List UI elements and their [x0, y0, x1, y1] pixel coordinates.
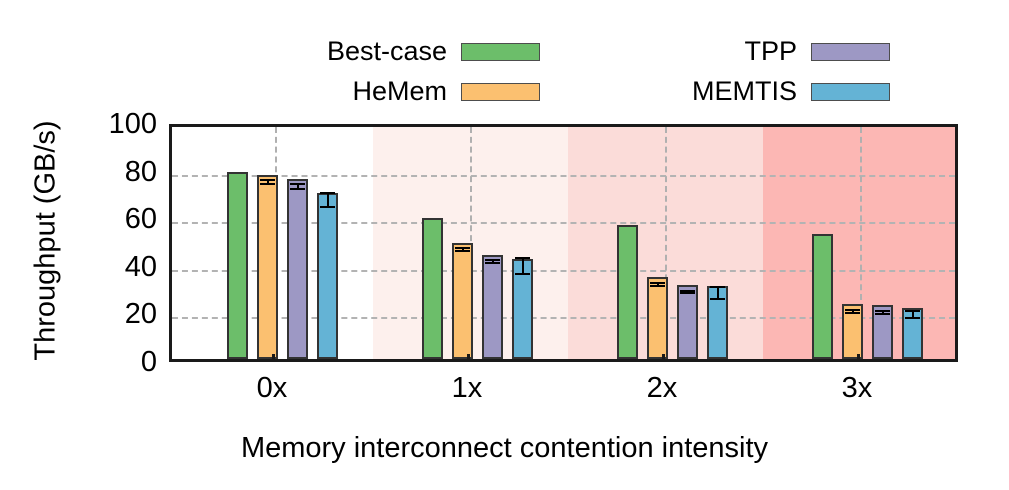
error-bar-memtis-1x — [521, 257, 524, 273]
legend-swatch-hemem — [461, 83, 540, 101]
error-bar-memtis-3x — [911, 310, 914, 317]
error-cap-upper — [680, 289, 695, 292]
error-cap-lower — [455, 250, 470, 253]
bar-best-case-0x — [227, 172, 248, 359]
error-cap-upper — [845, 308, 860, 311]
legend-swatch-memtis — [811, 83, 890, 101]
legend-label-memtis: MEMTIS — [692, 76, 797, 106]
error-cap-upper — [875, 309, 890, 312]
error-bar-tpp-0x — [296, 182, 299, 188]
bar-best-case-3x — [812, 234, 833, 359]
gridline-x-2x — [665, 127, 667, 359]
legend-label-hemem: HeMem — [352, 76, 447, 106]
legend-label-best-case: Best-case — [326, 36, 447, 66]
error-cap-lower — [515, 272, 530, 275]
y-tick-60: 60 — [124, 203, 157, 236]
bar-hemem-3x — [842, 304, 863, 359]
error-cap-lower — [875, 312, 890, 315]
y-tick-20: 20 — [124, 298, 157, 331]
gridline-y-60 — [172, 222, 955, 225]
y-tick-40: 40 — [124, 250, 157, 283]
error-cap-upper — [710, 285, 725, 288]
bar-best-case-1x — [422, 218, 443, 359]
gridline-y-80 — [172, 174, 955, 177]
error-cap-upper — [260, 179, 275, 182]
error-bar-memtis-0x — [326, 191, 329, 206]
plot-area — [169, 124, 958, 362]
legend-item-hemem: HeMem — [250, 76, 540, 106]
x-tick-0x: 0x — [256, 372, 288, 404]
error-cap-lower — [650, 284, 665, 287]
error-cap-lower — [710, 298, 725, 301]
bar-hemem-0x — [257, 175, 278, 359]
x-axis-title: Memory interconnect contention intensity — [240, 432, 769, 464]
gridline-y-40 — [172, 269, 955, 272]
bar-tpp-0x — [287, 179, 308, 359]
error-cap-upper — [455, 247, 470, 250]
x-tick-mark-0x — [272, 354, 275, 362]
error-cap-lower — [320, 206, 335, 209]
error-bar-memtis-2x — [716, 285, 719, 299]
legend-item-tpp: TPP — [600, 36, 890, 66]
bar-tpp-3x — [872, 305, 893, 359]
x-tick-mark-2x — [662, 354, 665, 362]
y-axis-tick-labels: 100 80 60 40 20 0 — [57, 0, 157, 490]
error-cap-upper — [320, 191, 335, 194]
legend-item-memtis: MEMTIS — [600, 76, 890, 106]
error-cap-lower — [845, 311, 860, 314]
error-cap-upper — [290, 182, 305, 185]
gridline-x-3x — [860, 127, 862, 359]
bar-memtis-0x — [317, 192, 338, 359]
bar-hemem-2x — [647, 277, 668, 359]
gridline-y-20 — [172, 317, 955, 320]
legend-swatch-best-case — [461, 43, 540, 61]
error-cap-lower — [680, 291, 695, 294]
error-cap-lower — [485, 261, 500, 264]
legend-swatch-tpp — [811, 43, 890, 61]
legend-label-tpp: TPP — [744, 36, 797, 66]
bar-memtis-3x — [902, 307, 923, 359]
x-tick-3x: 3x — [841, 372, 873, 404]
x-tick-mark-1x — [467, 354, 470, 362]
legend-item-best-case: Best-case — [250, 36, 540, 66]
y-tick-100: 100 — [108, 108, 157, 140]
bar-tpp-1x — [482, 254, 503, 359]
x-tick-mark-3x — [857, 354, 860, 362]
x-tick-1x: 1x — [451, 372, 483, 404]
error-cap-upper — [515, 257, 530, 260]
error-cap-lower — [290, 187, 305, 190]
error-cap-upper — [650, 281, 665, 284]
y-axis-title: Throughput (GB/s) — [29, 120, 62, 361]
y-tick-80: 80 — [124, 155, 157, 188]
bar-hemem-1x — [452, 242, 473, 359]
error-cap-lower — [905, 316, 920, 319]
bar-tpp-2x — [677, 284, 698, 359]
error-cap-lower — [260, 183, 275, 186]
y-tick-0: 0 — [140, 346, 157, 378]
error-cap-upper — [905, 310, 920, 313]
bar-best-case-2x — [617, 225, 638, 359]
x-tick-2x: 2x — [646, 372, 678, 404]
error-cap-upper — [485, 259, 500, 262]
chart-legend: Best-case HeMem TPP MEMTIS — [0, 38, 1009, 118]
